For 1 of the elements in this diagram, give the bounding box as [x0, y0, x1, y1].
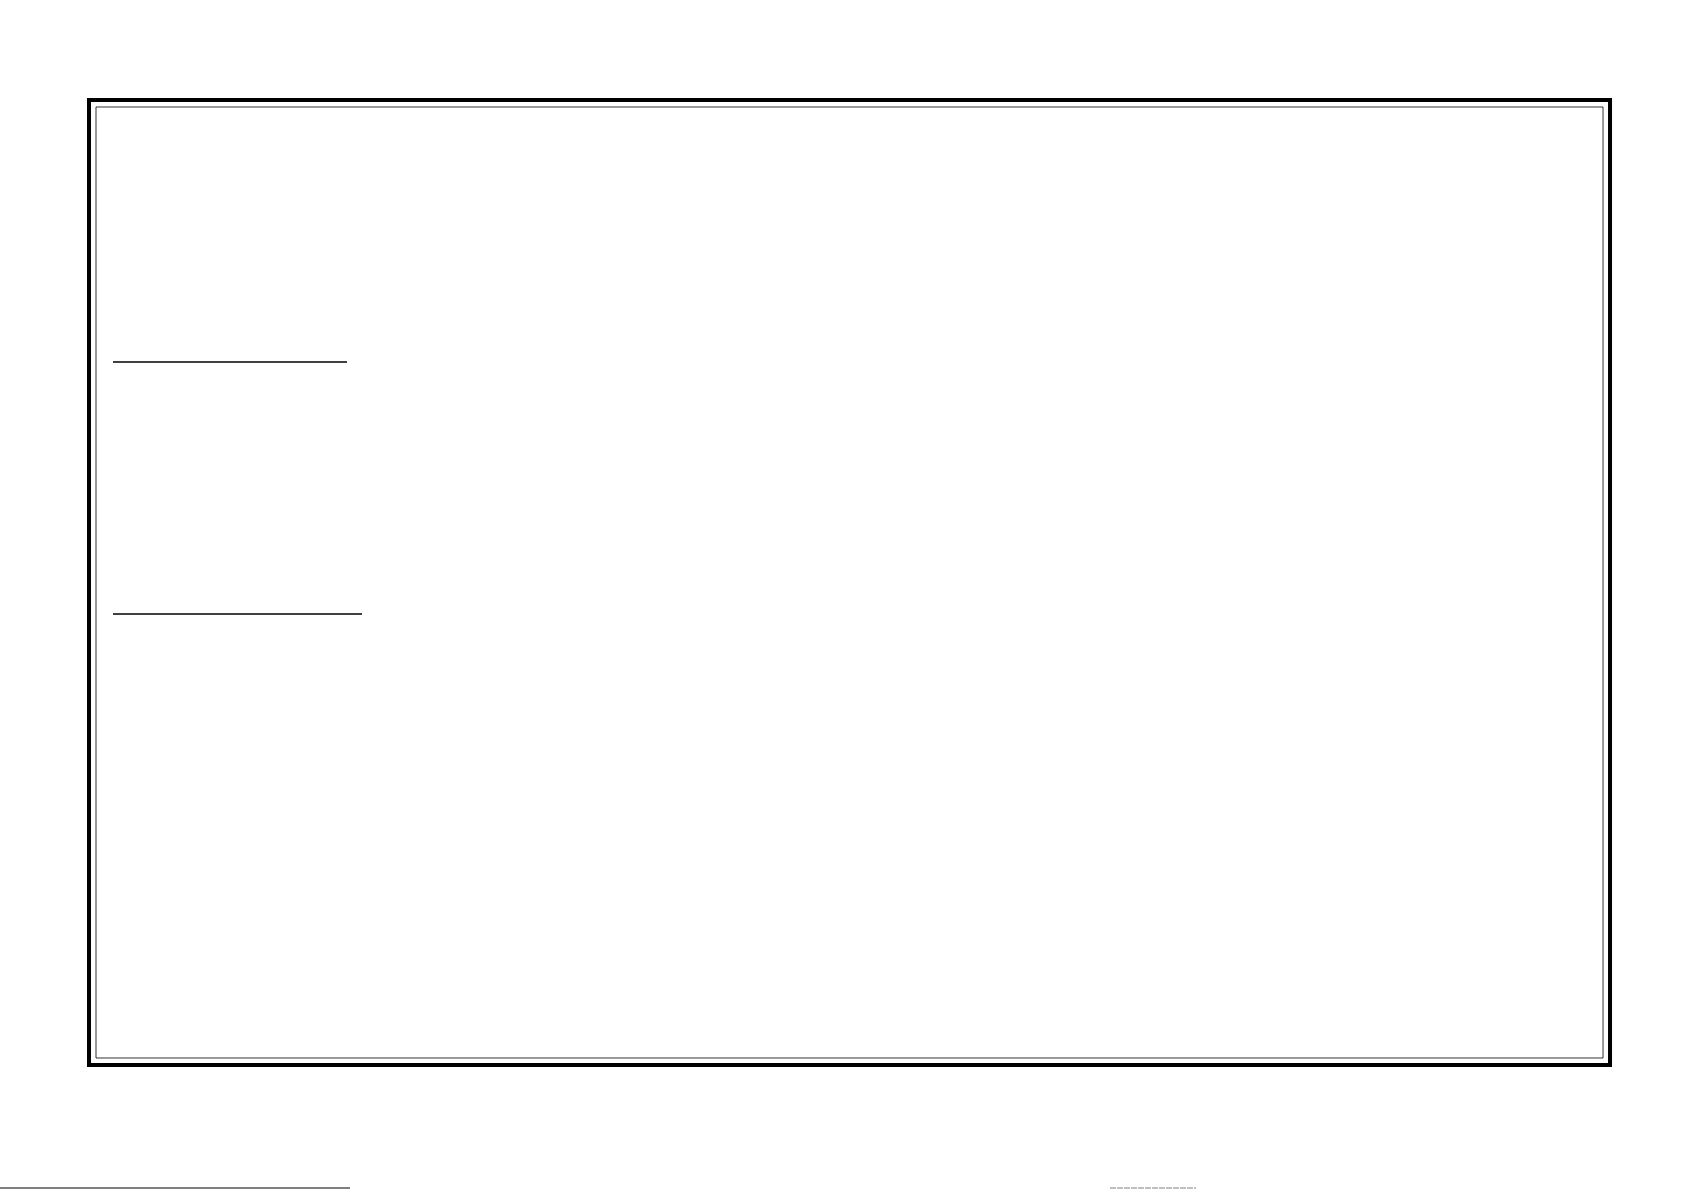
frame-box: [87, 98, 1612, 1067]
